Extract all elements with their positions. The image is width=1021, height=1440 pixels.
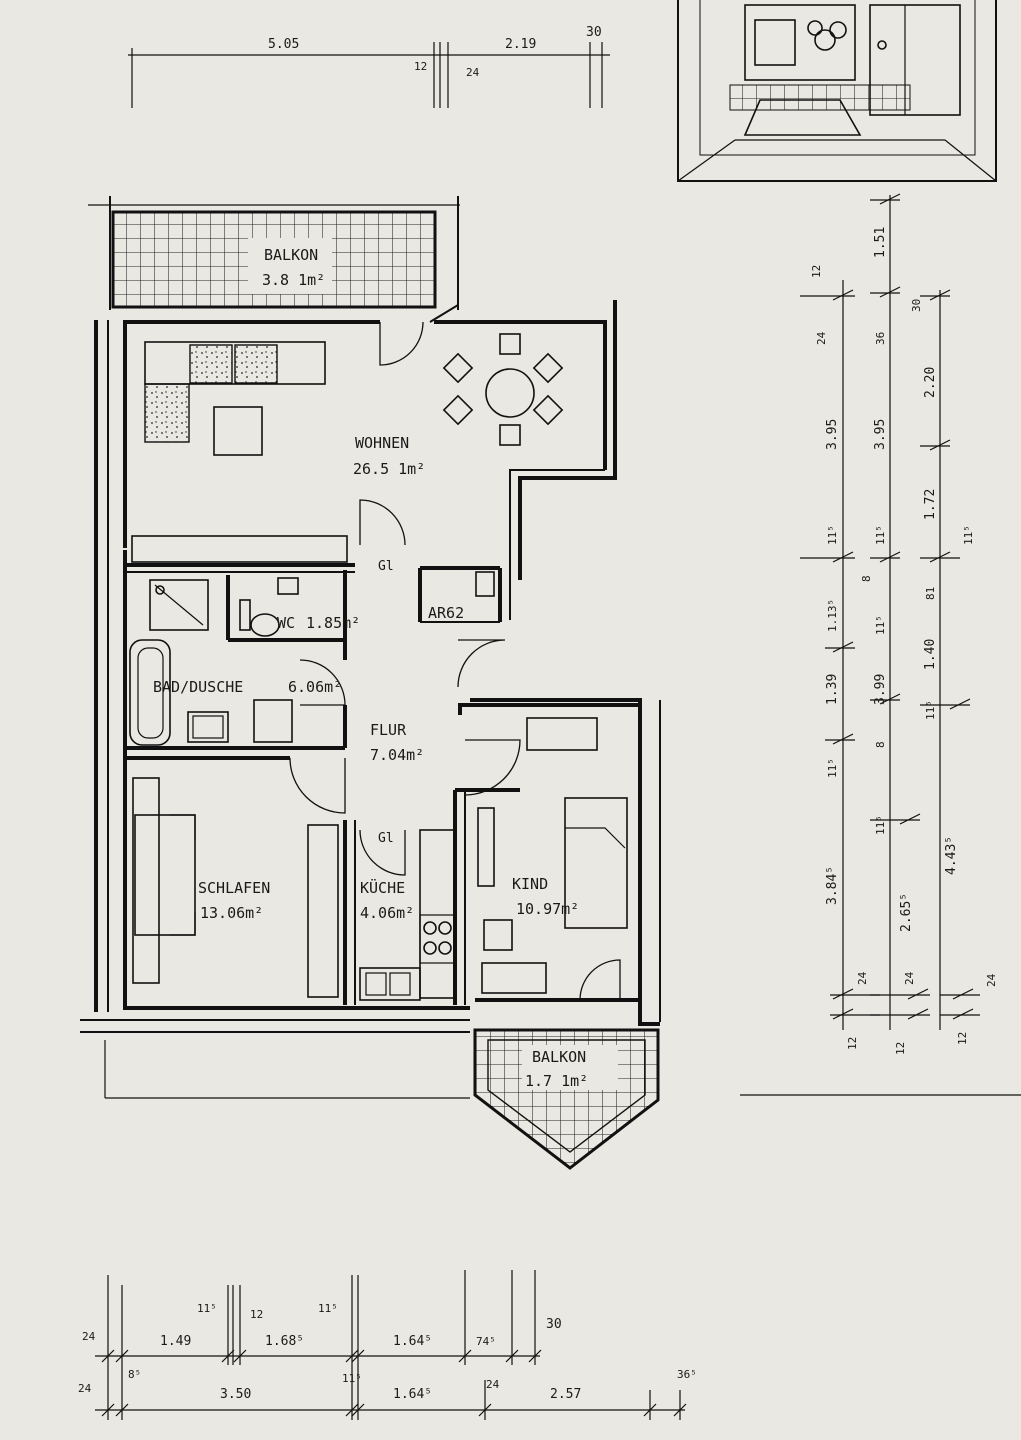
dim-b2-1: 24 [78,1382,92,1395]
dim-b2-8: 36⁵ [677,1368,697,1381]
wohnen-area: 26.5 1m² [353,460,425,478]
dim-b2-4: 11⁵ [342,1372,362,1385]
kitchen-perspective-inset [677,0,997,182]
schlafen-name: SCHLAFEN [198,879,270,897]
dim-r1-5: 1.13⁵ [826,599,839,632]
wc-name: WC [277,614,295,632]
wc-area: 1.85m² [306,614,360,632]
dim-r2-7: 8 [874,741,887,748]
dim-top-4: 2.19 [505,37,536,52]
flur-name: FLUR [370,721,407,739]
dimension-bottom: 24 1.49 11⁵ 12 1.68⁵ 11⁵ 1.64⁵ 74⁵ 30 24… [78,1270,697,1420]
dim-r2-2: 36 [874,332,887,345]
dim-r2-10: 2.65⁵ [899,893,914,932]
outer-walls [80,300,661,1099]
dim-r2-3: 3.95 [873,419,888,450]
dim-r3-10: 12 [956,1032,969,1045]
dim-b1-6: 11⁵ [318,1302,338,1315]
kuche-name: KÜCHE [360,878,405,897]
dim-r1-8: 3.84⁵ [825,866,840,905]
dim-r2-1: 1.51 [873,227,888,258]
dim-b1-4: 12 [250,1308,263,1321]
dim-r3-3: 1.72 [923,489,938,520]
dim-b1-1: 24 [82,1330,96,1343]
dim-r1-7: 11⁵ [826,758,839,778]
dim-r3-5: 81 [924,587,937,600]
gl-mark-upper: Gl [378,559,394,574]
dim-b1-7: 1.64⁵ [393,1334,432,1349]
dim-b2-7: 2.57 [550,1387,581,1402]
ar-name: AR62 [428,604,464,622]
dim-r1-2: 24 [815,331,828,345]
dim-top-2: 12 [414,60,427,73]
dim-r2-5: 8 [860,575,873,582]
balkon-bottom-area: 1.7 1m² [525,1072,588,1090]
dim-r3-6: 1.40 [923,639,938,670]
dim-r2-11: 24 [903,971,916,985]
dim-r1-4: 11⁵ [826,525,839,545]
flur-area: 7.04m² [370,746,424,764]
interior-walls [125,563,640,1005]
bad-area: 6.06m² [288,678,342,696]
balkon-top-name: BALKON [264,246,318,264]
dim-r2-6: 11⁵ [874,615,887,635]
dim-r3-2: 2.20 [923,367,938,398]
dim-r1-6: 1.39 [825,674,840,705]
dim-b2-5: 1.64⁵ [393,1387,432,1402]
dimension-right: 12 24 3.95 11⁵ 1.13⁵ 1.39 11⁵ 3.84⁵ 24 1… [800,193,998,1055]
balcony-top: BALKON 3.8 1m² [88,196,460,310]
dim-b1-3: 11⁵ [197,1302,217,1315]
dim-b1-2: 1.49 [160,1334,191,1349]
doors [289,321,621,1001]
dim-top-3: 24 [466,66,480,79]
dim-r3-8: 4.43⁵ [944,836,959,875]
dim-r1-1: 12 [810,265,823,278]
dimension-top: 5.05 12 24 2.19 30 [128,25,610,108]
bad-name: BAD/DUSCHE [153,678,243,696]
balcony-bottom: BALKON 1.7 1m² [473,1028,1021,1170]
dim-top-5: 30 [586,25,602,40]
dim-r1-9: 24 [856,971,869,985]
dim-r2-8: 3.99 [873,674,888,705]
schlafen-area: 13.06m² [200,904,263,922]
balkon-top-area: 3.8 1m² [262,271,325,289]
dim-r3-7: 11⁵ [924,700,937,720]
room-labels: WOHNEN 26.5 1m² Gl WC 1.85m² AR62 BAD/DU… [153,434,579,922]
balkon-bottom-name: BALKON [532,1048,586,1066]
kuche-area: 4.06m² [360,904,414,922]
dim-r2-12: 12 [894,1042,907,1055]
dim-b1-5: 1.68⁵ [265,1334,304,1349]
dim-b1-9: 30 [546,1317,562,1332]
dim-top-1: 5.05 [268,37,299,52]
dim-r2-9: 11⁵ [874,815,887,835]
furniture [129,333,628,1001]
kind-area: 10.97m² [516,900,579,918]
dim-b2-6: 24 [486,1378,500,1391]
dim-r3-1: 30 [910,299,923,312]
dim-b2-2: 8⁵ [128,1368,141,1381]
dim-r2-4: 11⁵ [874,525,887,545]
dim-b2-3: 3.50 [220,1387,251,1402]
dim-b1-8: 74⁵ [476,1335,496,1348]
dim-r1-3: 3.95 [825,419,840,450]
dim-r1-10: 12 [846,1037,859,1050]
dim-r3-9: 24 [985,973,998,987]
gl-mark-lower: Gl [378,831,394,846]
wohnen-name: WOHNEN [355,434,409,452]
dim-r3-4: 11⁵ [962,525,975,545]
kind-name: KIND [512,875,548,893]
